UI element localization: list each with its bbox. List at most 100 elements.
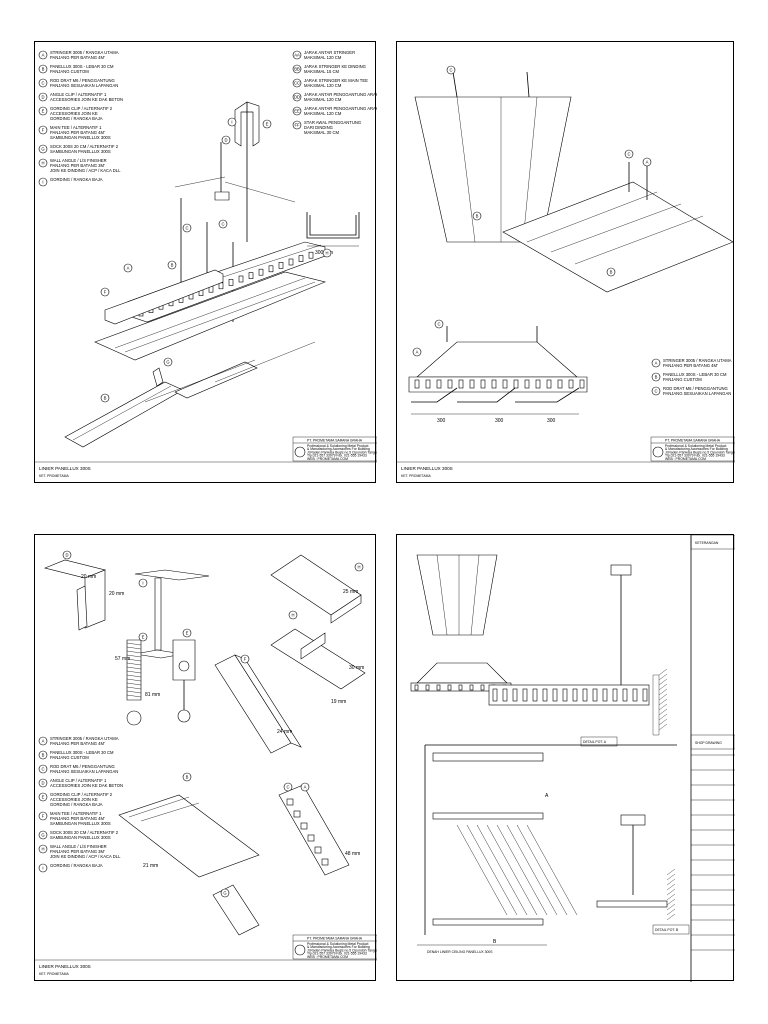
- legend-key: C: [41, 767, 44, 772]
- callout-b: B: [167, 260, 177, 270]
- legend-text: PANJANG PER BATANG 4M': [50, 741, 105, 746]
- sock-detail: [212, 884, 260, 936]
- svg-text:30 mm: 30 mm: [349, 665, 364, 671]
- sheet-title-box: LINIER PANELLUX 300S KET. PROMETAMA: [35, 959, 377, 976]
- profile-inset: 300 mm: [306, 212, 360, 256]
- callout-d: D: [221, 135, 231, 145]
- callout-a: A: [123, 263, 133, 273]
- callout-d: D: [62, 550, 72, 560]
- callout-e: E: [138, 632, 148, 642]
- sheet-ref-text: KET. PROMETAMA: [39, 972, 69, 976]
- callout-i: I: [227, 117, 237, 127]
- legend-text: MAKSIMAL 120 CM: [304, 55, 342, 60]
- company-info: & Manufacturing Accessories For Building: [307, 447, 370, 451]
- legend-text: ACCESSORIES JOIN KE: [50, 111, 98, 116]
- svg-text:81 mm: 81 mm: [145, 692, 160, 698]
- svg-text:B: B: [610, 270, 613, 275]
- svg-text:300: 300: [437, 418, 446, 424]
- legend-text: PANJANG SESUAIKAN LAPANGAN: [663, 391, 731, 396]
- svg-text:C: C: [449, 68, 452, 73]
- callout-f: F: [100, 287, 110, 297]
- svg-text:H: H: [357, 565, 360, 570]
- callout-f: F: [240, 654, 250, 664]
- svg-text:D: D: [224, 138, 227, 143]
- svg-text:F: F: [104, 290, 107, 295]
- shop-drawing-label: SHOP DRAWING: [695, 741, 722, 745]
- legend-text: ACCESSORIES JOIN KE DAK BETON: [50, 783, 123, 788]
- legend-text: SAMBUNGAN PANELLUX 300S: [50, 149, 111, 154]
- legend-text: PANJANG PER BATANG 4M': [50, 55, 105, 60]
- legend-text: SAMBUNGAN PANELLUX 300S: [50, 135, 111, 140]
- company-info: Professional & Solutioning Metal Product: [307, 942, 369, 946]
- legend-text: ROD DRAT M6 / PENGGANTUNG: [50, 78, 115, 83]
- sheet-ref-text: KET. PROMETAMA: [39, 474, 69, 478]
- legend-text: MAKSIMAL 120 CM: [304, 83, 342, 88]
- detail-a-label: DETAIL POT. A: [583, 740, 607, 744]
- section-view: 300 300 300: [408, 326, 588, 424]
- callout-b: B: [100, 393, 110, 403]
- main-tee-detail: 30 mm 19 mm: [270, 628, 366, 705]
- svg-text:20 mm: 20 mm: [81, 574, 96, 580]
- legend-text: JARAK STRINGER KE DINDING: [304, 64, 366, 69]
- svg-text:C: C: [221, 222, 224, 227]
- sheet-shop-drawing: KETERANGAN SHOP DRAWING DETAIL POT. A: [396, 534, 735, 982]
- legend-key: G: [41, 147, 44, 152]
- legend-key: F: [42, 814, 45, 819]
- legend-key: B: [42, 67, 45, 72]
- legend-text: JOIN KE DINDING / ACP / KACA DLL: [50, 854, 121, 859]
- legend-key: I: [42, 180, 43, 185]
- company-info: WEB : PROMETAMA.COM: [307, 955, 348, 959]
- legend-text: PANJANG CUSTOM: [663, 377, 702, 382]
- callout-g: G: [220, 888, 230, 898]
- callout-b: B: [472, 211, 482, 221]
- panel-perspective: [416, 554, 498, 636]
- svg-text:24 mm: 24 mm: [277, 729, 292, 735]
- section-mark-b: B: [493, 939, 497, 945]
- legend-text: JOIN KE DINDING / ACP / KACA DLL: [50, 168, 121, 173]
- legend-text: ROD DRAT M6 / PENGGANTUNG: [663, 386, 728, 391]
- panel-strips: [64, 271, 326, 448]
- legend-key: E: [42, 109, 45, 114]
- legend-text: PANJANG PER BATANG 3M': [50, 163, 105, 168]
- svg-text:A: A: [304, 785, 307, 790]
- legend-text: SOCK 300S 20 CM / ALTERNATIF 2: [50, 830, 119, 835]
- svg-text:300: 300: [495, 418, 504, 424]
- legend-text: ANGLE CLIP / ALTERNATIF 1: [50, 92, 107, 97]
- company-info: Tlp.021-557 33979 Fax. 021-555 19433: [665, 454, 725, 458]
- svg-text:C: C: [286, 785, 289, 790]
- legend-key: EE: [294, 109, 300, 114]
- stringer-rail: [128, 241, 326, 323]
- callout-i: I: [138, 578, 148, 588]
- legend-text: PANELLUX 300S - LEBAR 30 CM: [663, 372, 727, 377]
- panel-detail: 21 mm: [118, 794, 260, 878]
- svg-text:G: G: [166, 360, 169, 365]
- company-info: Jl.Raden Pariwisa Bugis no.5 Cipondoh Ta…: [307, 948, 377, 952]
- svg-text:B: B: [171, 263, 174, 268]
- legend-text: SAMBUNGAN PANELLUX 300S: [50, 821, 111, 826]
- sheet-title-text: LINIER PANELLUX 300S: [39, 466, 91, 471]
- plan-view: DENAH LINIER CEILING PANELLUX 300S A B: [417, 744, 677, 954]
- legend-text: MAIN TEE / ALTERNATIF 1: [50, 811, 102, 816]
- svg-text:25 mm: 25 mm: [343, 589, 358, 595]
- legend-key: BB: [294, 67, 300, 72]
- callout-e: E: [262, 119, 272, 129]
- legend-key: C: [654, 389, 657, 394]
- legend-text: JARAK ANTAR PENGGANTUNG ARAH Y: [304, 106, 377, 111]
- company-info: Professional & Solutioning Metal Product: [307, 444, 369, 448]
- company-info: Professional & Solutioning Metal Product: [665, 444, 727, 448]
- callout-b: B: [182, 772, 192, 782]
